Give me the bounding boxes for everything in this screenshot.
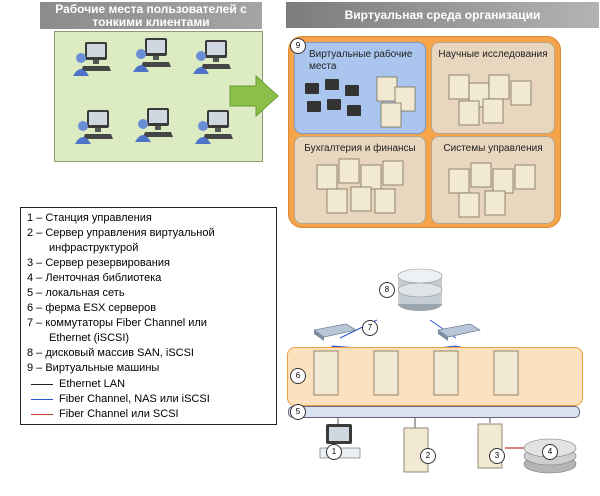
marker-9: 9 [290, 38, 306, 54]
marker-4: 4 [542, 444, 558, 460]
legend-item: 3 – Сервер резервирования [27, 257, 170, 269]
virtual-servers-art [316, 74, 536, 218]
thin-clients-panel [54, 31, 263, 162]
zone-accounting-title: Бухгалтерия и финансы [304, 143, 416, 154]
legend-item: 7 – коммутаторы Fiber Channel или [27, 317, 207, 329]
zone-vdi-title: Виртуальные рабочие места [309, 49, 413, 72]
marker-6: 6 [290, 368, 306, 384]
marker-2: 2 [420, 448, 436, 464]
marker-7: 7 [362, 320, 378, 336]
vdi-servers [305, 76, 416, 128]
marker-3: 3 [489, 448, 505, 464]
legend-item: 6 – ферма ESX серверов [27, 302, 157, 314]
line-swatch-black [31, 384, 53, 385]
esx-servers [313, 350, 519, 396]
legend-line-label: Fiber Channel, NAS или iSCSI [59, 393, 210, 405]
legend-item: 5 – локальная сеть [27, 287, 125, 299]
legend-item: 2 – Сервер управления виртуальной [27, 227, 215, 239]
marker-5: 5 [290, 404, 306, 420]
legend-item: 9 – Виртуальные машины [27, 362, 160, 374]
legend-line-fc-nas: Fiber Channel, NAS или iSCSI [31, 393, 210, 406]
legend-item: Ethernet (iSCSI) [49, 332, 130, 344]
zone-research-title: Научные исследования [438, 49, 548, 60]
switch-icon [437, 323, 481, 341]
legend-line-ethernet: Ethernet LAN [31, 378, 210, 391]
legend-line-label: Fiber Channel или SCSI [59, 408, 179, 420]
local-network-bar [288, 406, 580, 418]
line-swatch-red [31, 414, 53, 415]
line-swatch-blue [31, 399, 53, 400]
legend-box: 1 – Станция управления 2 – Сервер управл… [20, 207, 277, 425]
legend-item: 8 – дисковый массив SAN, iSCSI [27, 347, 194, 359]
switch-icon [313, 323, 357, 341]
marker-8: 8 [379, 282, 395, 298]
marker-1: 1 [326, 444, 342, 460]
zone-control-title: Системы управления [443, 143, 543, 154]
virtual-environment: Виртуальные рабочие места Научные исслед… [288, 36, 561, 228]
legend-item: инфраструктурой [49, 242, 139, 254]
header-virtual-env: Виртуальная среда организации [286, 2, 599, 28]
arrow-icon [229, 74, 279, 118]
legend-item: 4 – Ленточная библиотека [27, 272, 162, 284]
legend-item: 1 – Станция управления [27, 212, 152, 224]
zone-virtual-desktops: Виртуальные рабочие места [294, 42, 426, 134]
legend-line-label: Ethernet LAN [59, 378, 126, 390]
header-thin-clients: Рабочие места пользователей с тонкими кл… [40, 2, 262, 29]
legend-line-fc-scsi: Fiber Channel или SCSI [31, 408, 210, 421]
disk-array-icon [397, 268, 443, 311]
